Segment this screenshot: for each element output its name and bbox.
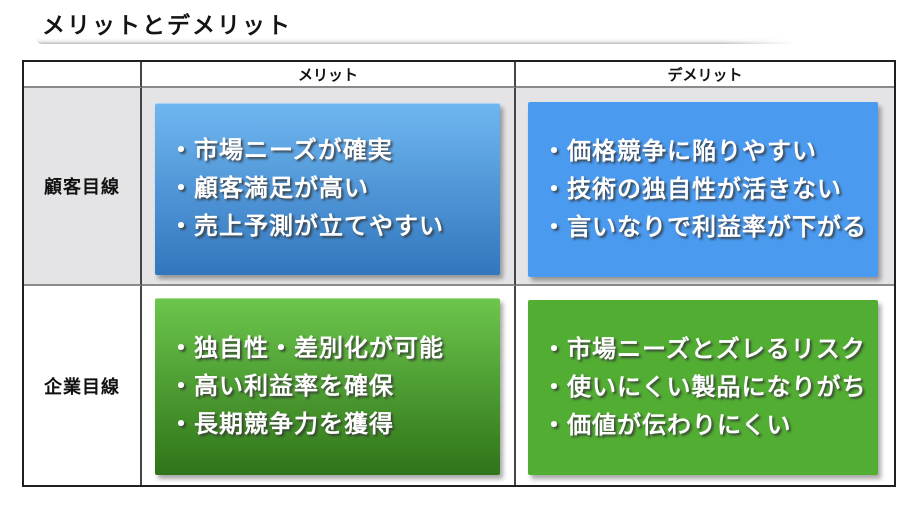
row-header-company: 企業目線 bbox=[24, 286, 142, 485]
title-divider bbox=[36, 38, 796, 44]
customer-demerit-box: ・価格競争に陥りやすい・技術の独自性が活きない・言いなりで利益率が下がる bbox=[528, 102, 878, 277]
bullet-item: ・市場ニーズが確実 bbox=[169, 137, 393, 164]
company-merit-box: ・独自性・差別化が可能・高い利益率を確保・長期競争力を獲得 bbox=[155, 298, 500, 475]
column-header-merit: メリット bbox=[142, 62, 516, 88]
column-header-demerit: デメリット bbox=[516, 62, 894, 88]
bullet-item: ・売上予測が立てやすい bbox=[169, 213, 444, 240]
bullet-item: ・言いなりで利益率が下がる bbox=[542, 213, 867, 241]
bullet-item: ・長期競争力を獲得 bbox=[169, 410, 394, 438]
bullet-item: ・価値が伝わりにくい bbox=[542, 411, 792, 439]
bullet-item: ・技術の独自性が活きない bbox=[542, 175, 842, 203]
customer-merit-box: ・市場ニーズが確実・顧客満足が高い・売上予測が立てやすい bbox=[155, 103, 500, 275]
bullet-item: ・顧客満足が高い bbox=[169, 175, 369, 202]
corner-cell bbox=[24, 62, 142, 88]
cell-company-merit bbox=[142, 286, 516, 485]
bullet-item: ・独自性・差別化が可能 bbox=[169, 334, 444, 362]
row-header-customer: 顧客目線 bbox=[24, 88, 142, 286]
bullet-item: ・高い利益率を確保 bbox=[169, 372, 394, 400]
bullet-item: ・市場ニーズとズレるリスク bbox=[542, 335, 866, 363]
bullet-item: ・価格競争に陥りやすい bbox=[542, 137, 817, 165]
slide-title: メリットとデメリット bbox=[42, 12, 292, 38]
company-demerit-box: ・市場ニーズとズレるリスク・使いにくい製品になりがち・価値が伝わりにくい bbox=[528, 300, 878, 475]
bullet-item: ・使いにくい製品になりがち bbox=[542, 373, 867, 401]
